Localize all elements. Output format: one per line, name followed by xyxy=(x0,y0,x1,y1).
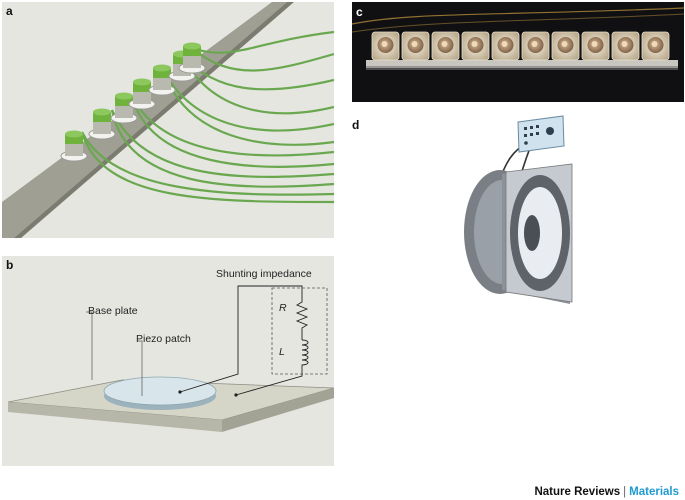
piezo-cylinder xyxy=(148,64,176,96)
panel-c-label: c xyxy=(356,5,363,19)
wire-top xyxy=(179,285,303,393)
piezo-patch-label: Piezo patch xyxy=(136,333,191,345)
panel-b: b Shunting impedance Base plate Piezo pa… xyxy=(2,256,334,466)
beam-side xyxy=(14,2,294,238)
photo-cell xyxy=(461,31,490,61)
piezo-patches xyxy=(60,42,206,162)
metamaterial-photo xyxy=(352,2,684,102)
base-plate-side xyxy=(222,388,334,432)
base-plate-front xyxy=(8,402,222,432)
piezo-cylinder xyxy=(110,92,138,124)
journal-section: Materials xyxy=(629,486,679,498)
photo-cell xyxy=(611,31,640,61)
piezo-cylinder xyxy=(60,130,88,162)
piezo-beam-illustration xyxy=(2,2,334,238)
beam xyxy=(2,2,287,238)
piezo-cylinder xyxy=(178,42,206,74)
photo-cell xyxy=(431,31,460,61)
resistor-symbol xyxy=(295,298,309,340)
piezo-cylinder xyxy=(128,78,156,110)
piezo-patch-top xyxy=(103,376,217,406)
speaker-dustcap xyxy=(524,215,540,251)
panel-d-label: d xyxy=(352,118,360,132)
inductor-symbol xyxy=(301,339,309,366)
piezo-cylinder xyxy=(88,108,116,140)
journal-name: Nature Reviews xyxy=(534,486,621,498)
shunting-impedance-label: Shunting impedance xyxy=(216,268,312,280)
panel-b-label: b xyxy=(6,258,14,272)
panel-c: c xyxy=(352,2,684,102)
photo-cell xyxy=(401,31,430,61)
loudspeaker-illustration xyxy=(464,115,573,304)
photo-cell xyxy=(491,31,520,61)
strip-base xyxy=(366,60,678,68)
shunted-piezo-schematic xyxy=(7,285,334,432)
wire-bottom xyxy=(235,366,303,396)
resistor-label: R xyxy=(279,302,287,314)
panel-a-label: a xyxy=(6,4,13,18)
cell-row xyxy=(371,31,670,61)
photo-cell xyxy=(551,31,580,61)
photo-cell xyxy=(641,31,670,61)
footer-separator: | xyxy=(623,486,627,498)
inductor-label: L xyxy=(279,346,285,358)
photo-cell xyxy=(521,31,550,61)
panel-a: a xyxy=(2,2,334,238)
impedance-box xyxy=(271,287,328,375)
journal-footer: Nature Reviews|Materials xyxy=(534,486,679,498)
panel-d xyxy=(440,112,590,312)
photo-cell xyxy=(581,31,610,61)
photo-cell xyxy=(371,31,400,61)
base-plate-label: Base plate xyxy=(88,305,138,317)
circuit-board xyxy=(517,115,565,153)
